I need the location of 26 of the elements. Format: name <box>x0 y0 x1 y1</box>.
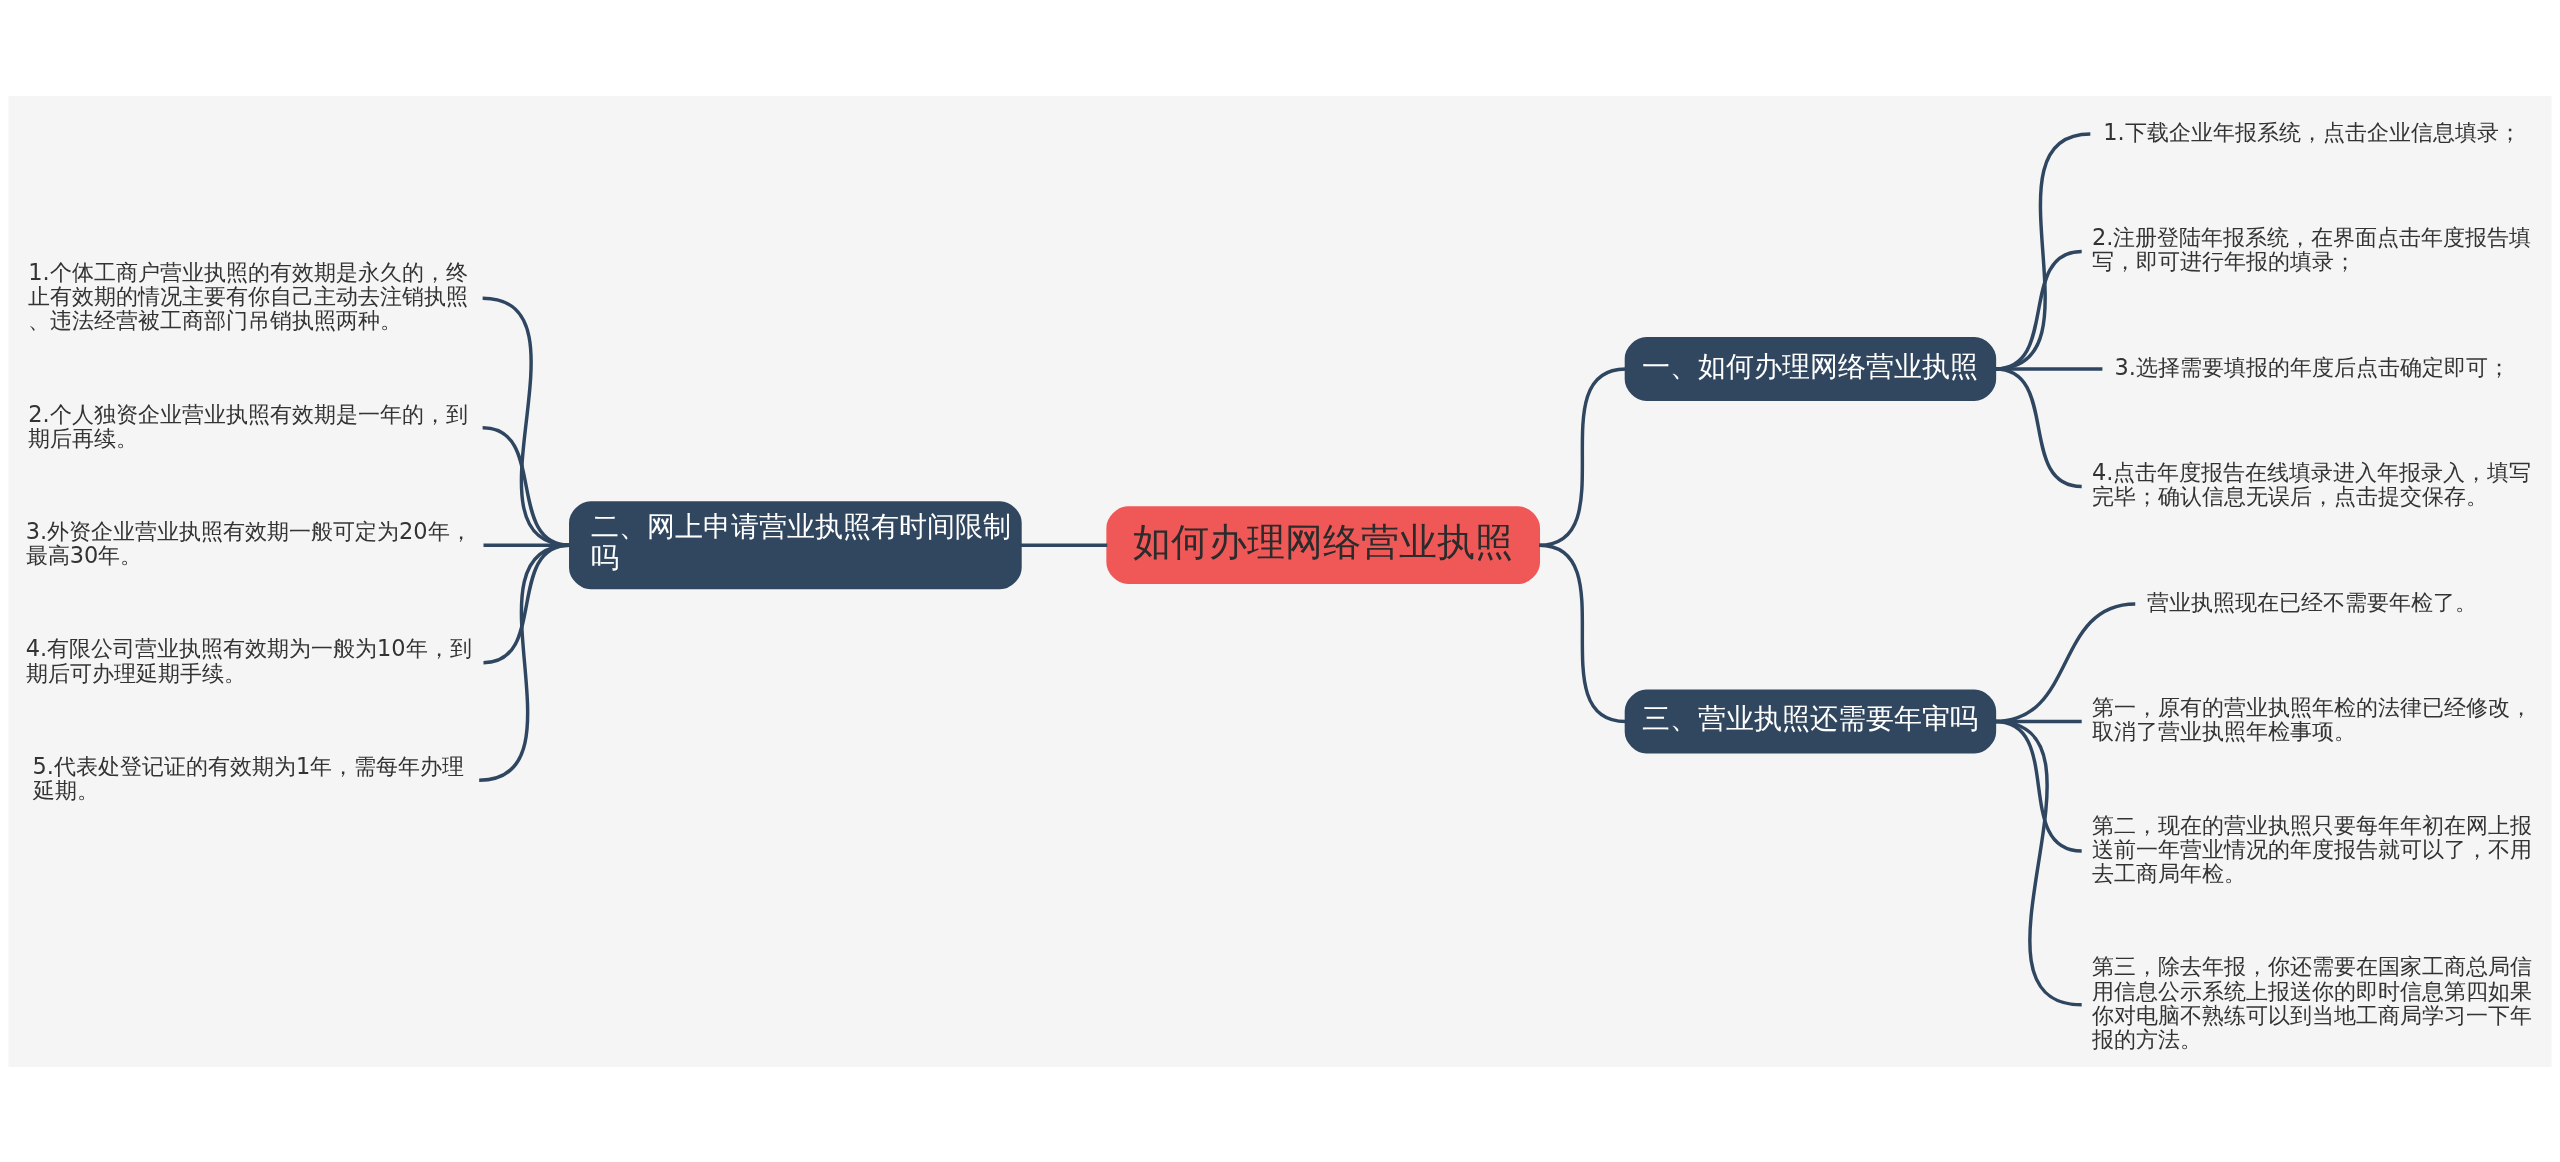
node-text: 营业执照现在已经不需要年检了。 <box>2147 588 2478 615</box>
node-text: 2.个人独资企业营业执照有效期是一年的，到期后再续。 <box>28 400 468 451</box>
node-text: 第三，除去年报，你还需要在国家工商总局信用信息公示系统上报送你的即时信息第四如果你对电脑不熟练可以到当地工商局学习一下年报的方法。 <box>2092 952 2533 1052</box>
node-text: 1.个体工商户营业执照的有效期是永久的，终止有效期的情况主要有你自己主动去注销执照、违法经营被工商部门吊销执照两种。 <box>28 258 469 333</box>
node-text: 4.有限公司营业执照有效期为一般为10年，到期后可办理延期手续。 <box>25 634 472 686</box>
node-text: 1.下载企业年报系统，点击企业信息填录； <box>2103 118 2521 145</box>
connector <box>482 295 571 547</box>
node-text: 2.注册登陆年报系统，在界面点击年度报告填写，即可进行年报的填录； <box>2092 223 2532 274</box>
connector <box>483 543 570 547</box>
node-text: 第二，现在的营业执照只要每年年初在网上报送前一年营业情况的年度报告就可以了，不用去工商局年检。 <box>2092 811 2533 886</box>
node-box: 二、网上申请营业执照有时间限制吗 <box>569 500 1022 589</box>
connector <box>1538 366 1626 547</box>
node-box: 一、如何办理网络营业执照 <box>1624 336 1997 401</box>
node-box: 如何办理网络营业执照 <box>1106 505 1541 584</box>
node-text: 5.代表处登记证的有效期为1年，需每年办理延期。 <box>32 752 465 803</box>
connector <box>1538 543 1626 723</box>
node-text: 3.选择需要填报的年度后点击确定即可； <box>2114 353 2510 380</box>
node-box: 三、营业执照还需要年审吗 <box>1624 689 1997 753</box>
connector <box>1020 543 1108 547</box>
connector <box>478 543 571 782</box>
node-text: 3.外资企业营业执照有效期一般可定为20年，最高30年。 <box>25 517 472 568</box>
node-text: 4.点击年度报告在线填录进入年报录入，填写完毕；确认信息无误后，点击提交保存。 <box>2092 458 2532 509</box>
connector <box>483 543 571 664</box>
connector <box>1994 719 2083 1006</box>
connector <box>482 425 571 547</box>
node-text: 第一，原有的营业执照年检的法律已经修改，取消了营业执照年检事项。 <box>2092 693 2533 744</box>
